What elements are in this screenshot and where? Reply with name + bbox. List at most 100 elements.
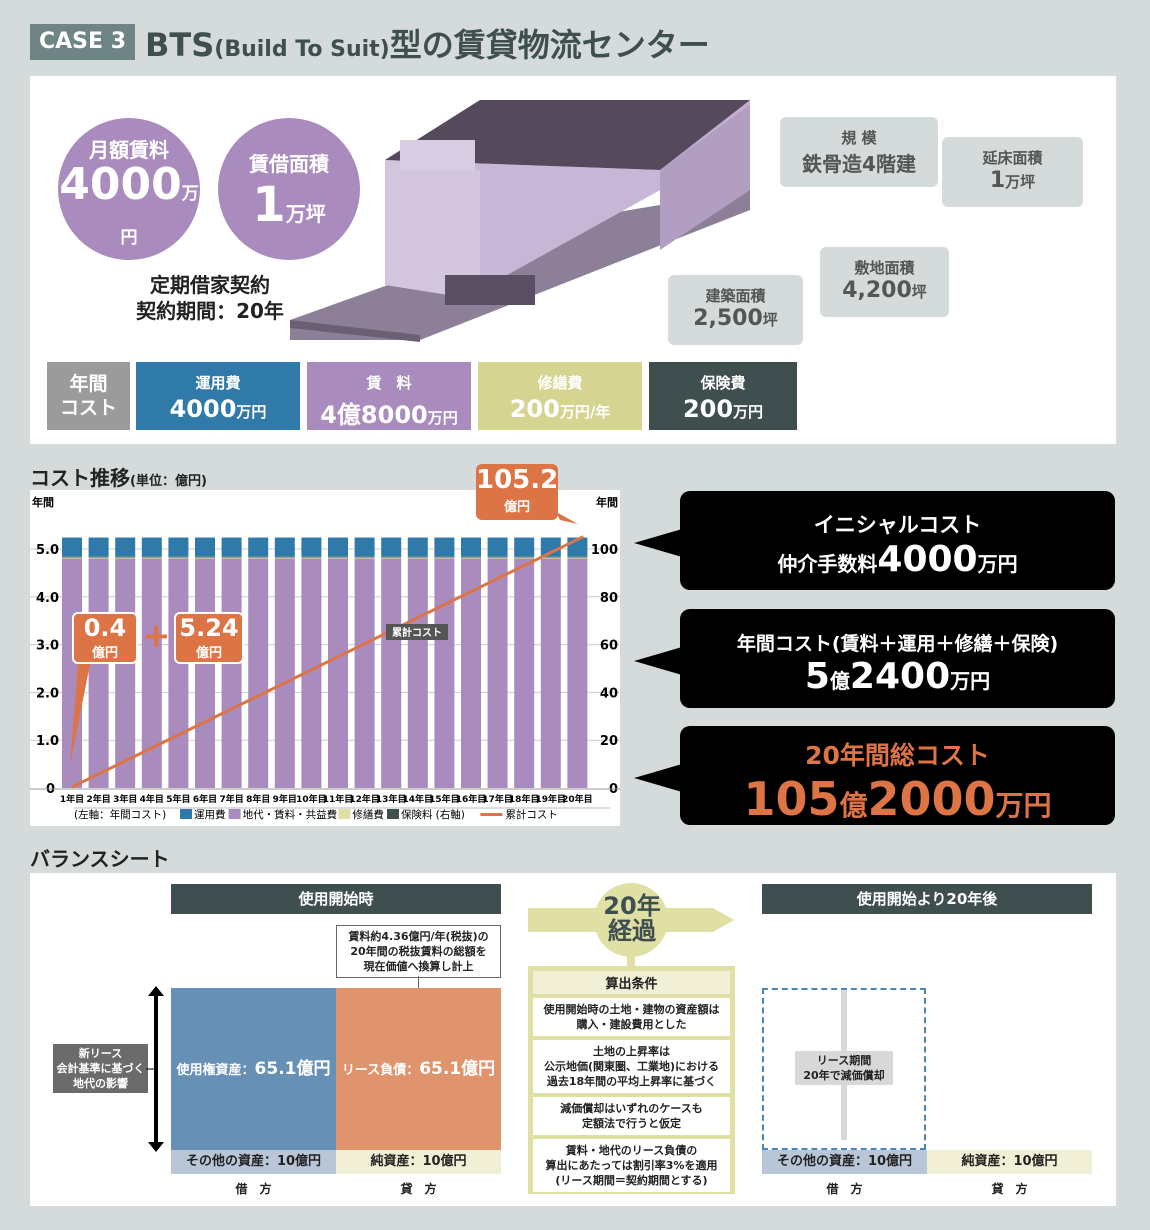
annual-cost-callout: 年間コスト(賃料＋運用＋修繕＋保険) 5億2400万円 (634, 609, 1115, 708)
ann-value: 105.2 (476, 465, 559, 495)
floor-unit: 万坪 (1005, 173, 1036, 191)
condition-line: 土地の上昇率は (593, 1045, 670, 1058)
ann-value: 0.4 (83, 614, 127, 642)
callout-value: 2000 (867, 772, 996, 826)
x-tick: 10年目 (296, 793, 327, 805)
elapsed-label: 20年経過 (580, 894, 684, 944)
contract-period: 契約期間：20年 (136, 299, 284, 323)
left-tick: 5.0 (36, 543, 59, 558)
x-tick: 19年目 (536, 793, 567, 805)
x-tick: 16年目 (456, 793, 487, 805)
bar-運用費 (115, 537, 136, 557)
bar-保険料 (168, 556, 189, 558)
building-unit: 坪 (762, 311, 778, 329)
condition-item: 土地の上昇率は公示地価(関東圏、工業地)における過去18年間の平均上昇率に基づく (533, 1040, 730, 1093)
title-paren: (Build To Suit) (214, 37, 390, 62)
warehouse-illustration (290, 100, 750, 342)
bar-修繕費 (487, 557, 508, 559)
bar-保険料 (461, 556, 481, 558)
left-tick: 1.0 (36, 734, 59, 749)
bar-運用費 (461, 537, 481, 557)
x-tick: 14年目 (403, 793, 434, 805)
x-tick: 20年目 (562, 793, 593, 805)
elapsed-line: 20年 (603, 892, 661, 920)
bar-修繕費 (62, 557, 82, 559)
start-header: 使用開始時 (171, 884, 501, 914)
bar-修繕費 (354, 557, 375, 559)
bar-保険料 (115, 556, 136, 558)
bar-保険料 (540, 556, 561, 558)
impact-line: 会計基準に基づく (56, 1062, 145, 1075)
legend-swatch (228, 809, 241, 819)
leased-area-circle: 賃借面積 1万坪 (218, 118, 360, 260)
site-value: 4,200 (842, 278, 912, 303)
callout-pre: 仲介手数料 (777, 552, 878, 576)
balance-title: バランスシート (30, 847, 170, 871)
legend-item: 保険料 (401, 808, 433, 821)
bar-保険料 (328, 556, 348, 558)
legend-swatch (480, 813, 503, 816)
annual-cost-label: 年間コスト (47, 362, 130, 430)
bar-修繕費 (514, 557, 535, 559)
bar-修繕費 (328, 557, 348, 559)
bar-保険料 (221, 556, 242, 558)
callout-unit: 万円 (977, 552, 1018, 576)
bar-地代・賃料・共益費 (88, 558, 109, 788)
legend-item: 地代・賃料・共益費 (243, 808, 338, 821)
bar-地代・賃料・共益費 (248, 558, 269, 788)
right-tick: 100 (591, 543, 618, 558)
rent-label: 月額賃料 (89, 138, 169, 162)
x-tick: 6年目 (193, 793, 217, 805)
bar-地代・賃料・共益費 (115, 558, 136, 788)
after-net-assets: 純資産：10億円 (927, 1150, 1092, 1174)
x-tick: 17年目 (482, 793, 513, 805)
ann-unit: 億円 (91, 646, 118, 661)
bar-地代・賃料・共益費 (407, 558, 428, 788)
bar-保険料 (354, 556, 375, 558)
bar-運用費 (434, 537, 455, 557)
scale-value: 鉄骨造4階建 (802, 152, 916, 176)
depreciated-block (762, 988, 926, 1150)
bar-地代・賃料・共益費 (328, 558, 348, 788)
callout-label: 年間コスト(賃料＋運用＋修繕＋保険) (736, 633, 1059, 655)
bar-地代・賃料・共益費 (141, 558, 162, 788)
bar-運用費 (407, 537, 428, 557)
bar-地代・賃料・共益費 (221, 558, 242, 788)
annual-label-2: コスト (59, 397, 117, 419)
cost-label: 運用費 (195, 374, 241, 392)
right-tick: 40 (600, 686, 618, 701)
impact-line: 新リース (78, 1047, 123, 1060)
bar-地代・賃料・共益費 (274, 558, 295, 788)
x-tick: 8年目 (246, 793, 270, 805)
condition-line: 算出にあたっては割引率3%を適用 (545, 1159, 718, 1172)
x-tick: 5年目 (166, 793, 190, 805)
cost-value: 200 (682, 395, 734, 423)
contract-type: 定期借家契約 (150, 273, 270, 297)
annual-label-1: 年間 (69, 373, 108, 395)
bar-運用費 (274, 537, 295, 557)
conditions-title: 算出条件 (533, 971, 730, 994)
condition-line: 公示地価(関東圏、工業地)における (543, 1060, 720, 1073)
rent-per: (4000円/坪) (83, 262, 175, 280)
condition-item: 使用開始時の土地・建物の資産額は購入・建設費用とした (533, 998, 730, 1036)
lease-value: 65.1億円 (419, 1059, 496, 1079)
bar-運用費 (88, 537, 109, 557)
bar-保険料 (62, 556, 82, 558)
lease-liability-block: リース負債：65.1億円 (336, 988, 501, 1150)
total-cost-callout: 20年間総コスト 105億2000万円 (634, 726, 1115, 826)
rou-value: 65.1億円 (254, 1059, 331, 1079)
bar-運用費 (221, 537, 242, 557)
x-tick: 15年目 (429, 793, 460, 805)
left-axis-label: 年間 (32, 495, 54, 509)
cost-unit: 万円 (236, 403, 267, 421)
bar-修繕費 (407, 557, 428, 559)
floor-label: 延床面積 (982, 149, 1043, 167)
right-tick: 60 (600, 639, 618, 654)
